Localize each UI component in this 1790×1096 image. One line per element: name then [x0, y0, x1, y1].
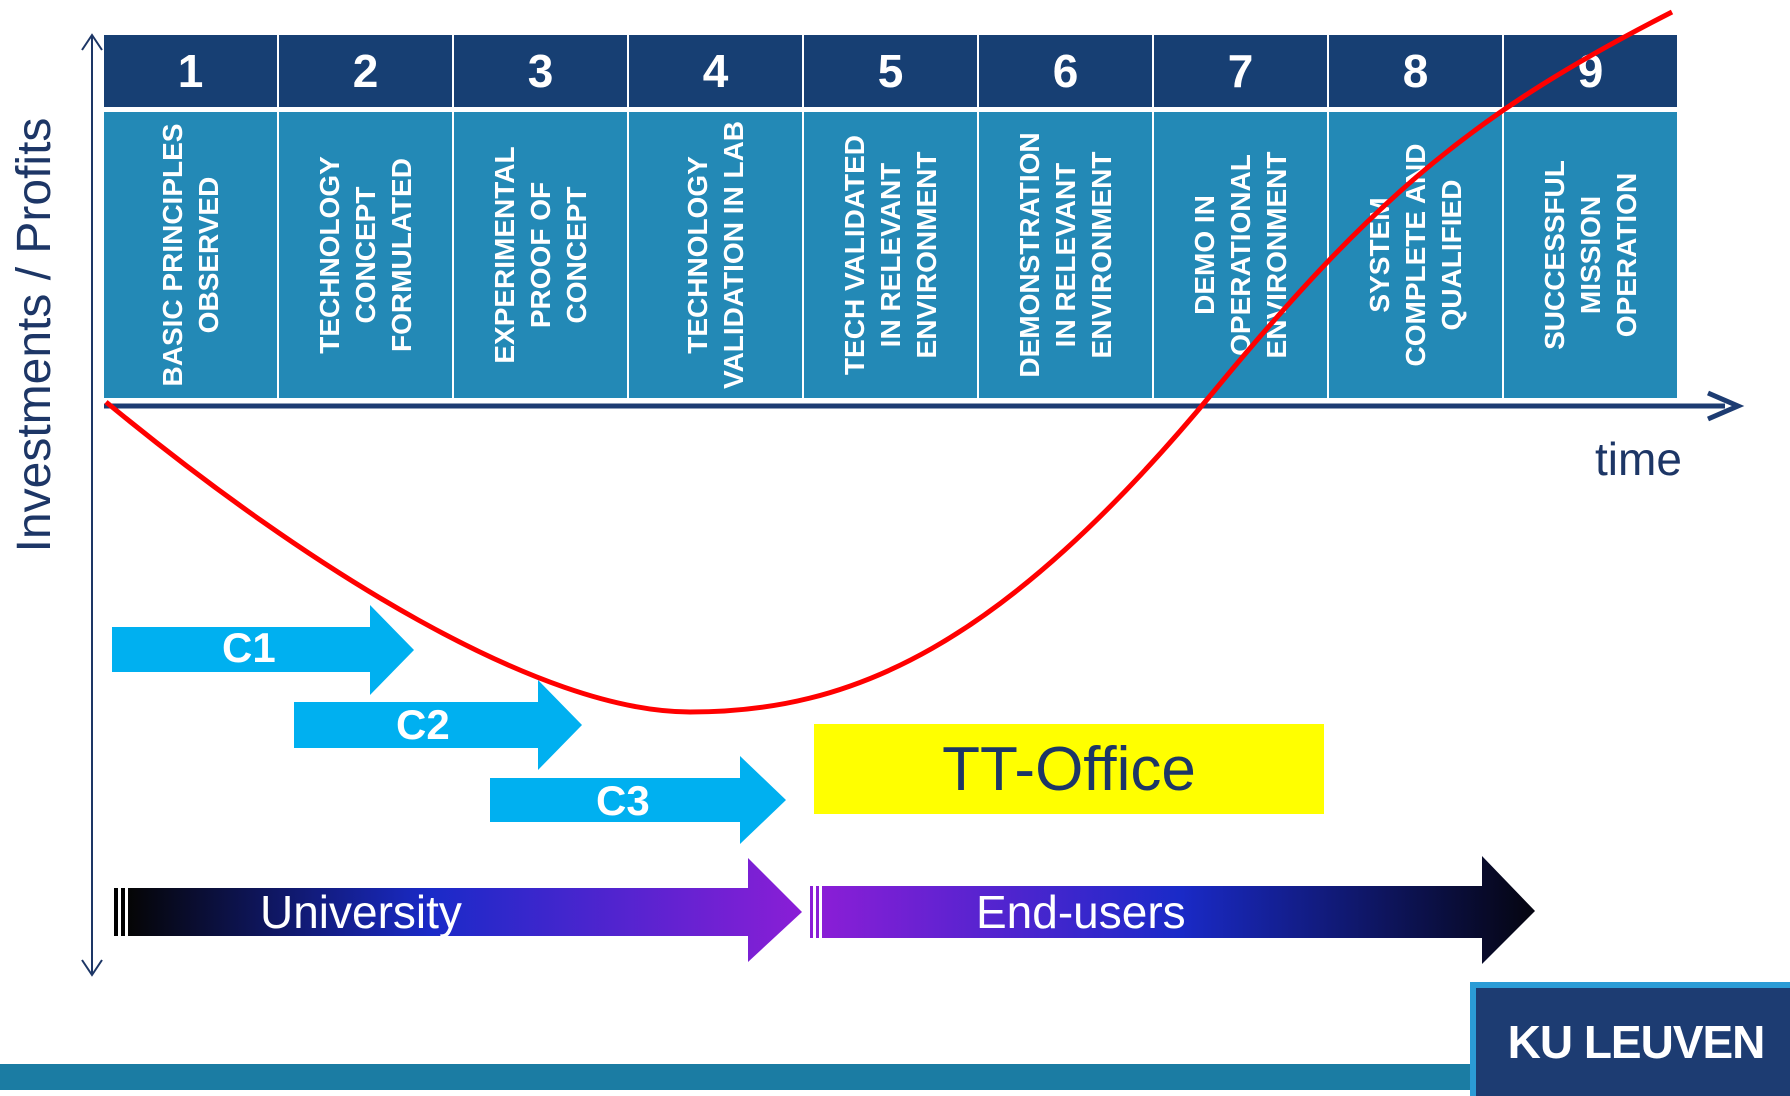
phase-arrow-c2: [294, 680, 582, 770]
trl-description-box-6: DEMONSTRATION IN RELEVANT ENVIRONMENT: [979, 112, 1152, 398]
university-band-arrow: [128, 858, 802, 962]
phase-label-c2: C2: [396, 701, 450, 748]
trl-number-1: 1: [104, 35, 277, 107]
investment-profit-curve: [104, 9, 1674, 715]
trl-number-8: 8: [1329, 35, 1502, 107]
trl-number-7: 7: [1154, 35, 1327, 107]
trl-number-6: 6: [979, 35, 1152, 107]
x-axis-arrowhead: [1707, 390, 1745, 422]
end-users-label: End-users: [976, 886, 1186, 938]
tt-office-box: TT-Office: [814, 724, 1324, 814]
ku-leuven-logo: KU LEUVEN: [1470, 982, 1790, 1096]
end-users-band-arrow: [822, 856, 1535, 964]
trl-number-4: 4: [629, 35, 802, 107]
x-axis-label: time: [1595, 433, 1682, 485]
trl-description-box-3: EXPERIMENTAL PROOF OF CONCEPT: [454, 112, 627, 398]
trl-number-5: 5: [804, 35, 977, 107]
phase-label-c1: C1: [222, 624, 276, 671]
phase-arrow-c3: [490, 756, 786, 844]
trl-description-box-8: SYSTEM COMPLETE AND QUALIFIED: [1329, 112, 1502, 398]
trl-description-box-5: TECH VALIDATED IN RELEVANT ENVIRONMENT: [804, 112, 977, 398]
trl-description-box-2: TECHNOLOGY CONCEPT FORMULATED: [279, 112, 452, 398]
phase-label-c3: C3: [596, 777, 650, 824]
trl-description-box-7: DEMO IN OPERATIONAL ENVIRONMENT: [1154, 112, 1327, 398]
university-label: University: [260, 886, 462, 938]
trl-number-3: 3: [454, 35, 627, 107]
trl-description-box-4: TECHNOLOGY VALIDATION IN LAB: [629, 112, 802, 398]
trl-number-2: 2: [279, 35, 452, 107]
phase-arrow-c1: [112, 605, 414, 695]
trl-description-box-9: SUCCESSFUL MISSION OPERATION: [1504, 112, 1677, 398]
trl-description-box-1: BASIC PRINCIPLES OBSERVED: [104, 112, 277, 398]
